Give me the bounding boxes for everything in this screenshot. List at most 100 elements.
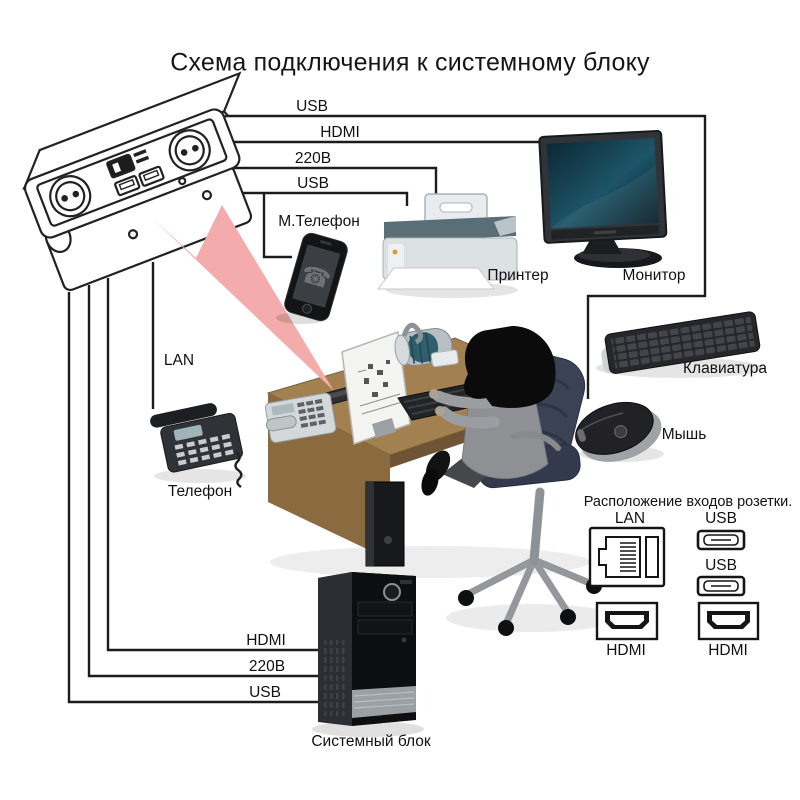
power-outlet-right-inner (174, 135, 205, 166)
system-unit (312, 572, 424, 737)
cable-hdmi-bottom (106, 278, 322, 652)
mobile-phone: ☎ (276, 232, 348, 324)
cable-usb-bottom (67, 292, 318, 704)
system-unit-vent-slot (400, 580, 412, 584)
chair-shadow (446, 604, 618, 632)
outlet-pin (72, 190, 80, 198)
printer-paper-slot (439, 202, 473, 213)
printer-corner (494, 216, 516, 236)
cable-label-usb-mid: USB (297, 175, 329, 192)
printer-top-cover (384, 216, 516, 242)
cable-usb-mid (230, 191, 409, 206)
printer (376, 193, 518, 298)
desk-phone-cord (234, 450, 243, 489)
desk-calculator-phone (264, 392, 337, 443)
socket-switch-rocker (110, 161, 123, 175)
cable-label-hdmi-top: HDMI (320, 124, 360, 141)
system-unit-silver-band (352, 686, 416, 718)
board-drawing (364, 360, 390, 397)
system-unit-led (401, 637, 407, 643)
outlet-pin (192, 144, 199, 152)
desk-phone-display (173, 424, 203, 441)
mouse (575, 401, 664, 462)
socket-usb-tab (118, 178, 136, 191)
legend-label-hdmi-1: HDMI (606, 642, 646, 659)
desk-phone (150, 403, 246, 489)
legend-label-usb-2: USB (705, 557, 737, 574)
socket-module (22, 71, 253, 292)
under-desk-unit-button (384, 536, 392, 544)
under-desk-unit-edge (366, 482, 374, 566)
chair-caster (498, 620, 514, 636)
cable-group (67, 114, 707, 704)
cable-power-top (230, 166, 438, 214)
socket-usb-tab (142, 169, 160, 182)
system-unit-vents (322, 640, 348, 716)
system-unit-drive-bay (357, 601, 413, 617)
cable-label-power-bottom: 220В (248, 658, 286, 675)
legend-label-hdmi-2: HDMI (708, 642, 748, 659)
cable-label-power-top: 220В (294, 150, 332, 167)
person-hand (429, 389, 439, 399)
outlet-pin (180, 149, 188, 156)
system-unit-shadow (312, 721, 424, 737)
legend-ports (588, 526, 760, 641)
cable-usb-top (216, 114, 707, 399)
usb-port-icon (696, 529, 746, 551)
cylinder-handle (401, 322, 424, 345)
cable-power-bottom (87, 285, 321, 678)
person-arm (438, 406, 500, 429)
socket-screw-hole-2 (201, 190, 213, 201)
person (421, 326, 561, 496)
cable-label-hdmi-bottom: HDMI (246, 632, 286, 649)
monitor-logo (594, 230, 617, 235)
socket-indicator (133, 149, 147, 158)
board-stand (372, 418, 396, 438)
mouse-body (575, 401, 654, 455)
socket-frame-hole (178, 176, 187, 186)
outlet-pin (61, 195, 68, 202)
printer-status-light (392, 249, 398, 255)
cable-usb-phone-branch (262, 193, 292, 259)
printer-paper-out (376, 267, 496, 290)
chair-base-legs (464, 556, 596, 628)
mouse-logo (614, 425, 628, 439)
desk-scene-items (264, 322, 618, 636)
power-arrow (152, 205, 334, 391)
keyboard (596, 311, 764, 378)
monitor (538, 129, 668, 268)
desk-phone-handset (150, 403, 217, 428)
label-mouse: Мышь (661, 426, 707, 443)
lan-port-icon (588, 526, 666, 588)
page-title: Схема подключения к системному блоку (170, 48, 650, 77)
legend-label-lan: LAN (614, 510, 646, 527)
label-keyboard: Клавиатура (683, 360, 767, 377)
chair-armrest (511, 431, 561, 451)
desk-phone-keypad (174, 433, 234, 466)
system-unit-power-button (383, 583, 401, 601)
hdmi-port-icon (697, 601, 760, 641)
monitor-screen-glare (550, 165, 659, 229)
cable-label-usb-bottom: USB (249, 684, 281, 701)
monitor-stand (582, 240, 622, 254)
person-hand (435, 406, 445, 416)
label-system-unit: Системный блок (311, 733, 431, 750)
label-printer: Принтер (487, 267, 549, 284)
person-shoe (421, 468, 439, 496)
label-mobile-phone: М.Телефон (278, 213, 360, 230)
label-monitor: Монитор (622, 267, 686, 284)
cable-label-usb-top: USB (296, 98, 328, 115)
chair-post (529, 487, 545, 565)
desk-monitor-board (341, 330, 411, 446)
socket-indicator (135, 155, 150, 164)
system-unit-drive-bay (357, 619, 413, 635)
mouse-scroll-wheel (577, 429, 586, 442)
keyboard-keys (610, 316, 755, 369)
system-unit-brushed-lines (353, 691, 415, 709)
desk-phone-shadow (154, 469, 246, 483)
power-outlet-left-inner (55, 181, 86, 212)
chair-caster (560, 609, 576, 625)
legend-label-usb-1: USB (705, 510, 737, 527)
person-hair (464, 326, 556, 408)
